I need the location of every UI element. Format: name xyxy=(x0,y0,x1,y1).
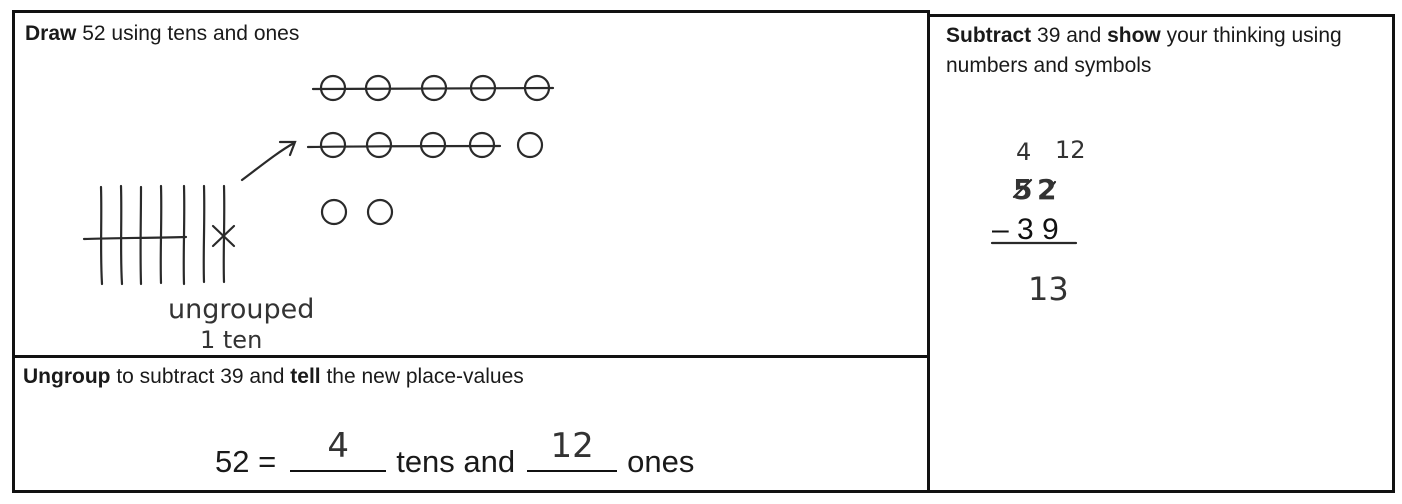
subtract-prompt-text-1: 39 and xyxy=(1031,24,1108,47)
ungroup-cross xyxy=(211,224,236,248)
subtract-panel: Subtract 39 and show your thinking using… xyxy=(927,14,1395,493)
annotation-ungrouped: ungrouped xyxy=(168,294,314,325)
regroup-tens: 4 xyxy=(1016,138,1031,166)
strike-line xyxy=(306,144,502,149)
one-circle xyxy=(319,131,347,159)
minuend-ones: 2 xyxy=(1037,173,1056,206)
strike-tens xyxy=(1012,178,1033,199)
subtract-prompt-bold-1: Subtract xyxy=(946,24,1032,47)
draw-prompt-text: 52 using tens and ones xyxy=(76,22,300,45)
ungroup-prompt-text-1: to subtract 39 and xyxy=(110,365,291,388)
ungroup-prompt: Ungroup to subtract 39 and tell the new … xyxy=(23,362,524,392)
subtract-prompt-bold-2: show xyxy=(1107,24,1161,47)
ones-row-2 xyxy=(306,131,544,159)
draw-prompt: Draw 52 using tens and ones xyxy=(25,19,299,49)
ungroup-prompt-text-2: the new place-values xyxy=(320,365,524,388)
tens-answer: 4 xyxy=(327,426,350,466)
subtract-prompt-text-2: your thinking using numbers and symbols xyxy=(946,24,1342,77)
arrow-head xyxy=(278,140,297,157)
difference: 13 xyxy=(1028,270,1069,308)
subtract-prompt: Subtract 39 and show your thinking using… xyxy=(946,21,1386,81)
one-circle xyxy=(366,198,394,226)
group-line xyxy=(82,235,188,241)
place-value-equation: 52 = 4 tens and 12 ones xyxy=(215,426,695,480)
regroup-ones: 12 xyxy=(1055,136,1086,164)
tens-label: tens and xyxy=(396,444,516,479)
annotation-one-ten: 1 ten xyxy=(200,326,262,354)
arrow-line xyxy=(240,141,296,182)
strike-ones xyxy=(1041,180,1057,199)
ten-stick xyxy=(159,184,163,285)
ones-label: ones xyxy=(627,444,695,479)
ones-row-3 xyxy=(320,198,394,226)
ones-answer-blank[interactable]: 12 xyxy=(527,426,618,472)
ten-stick xyxy=(99,185,104,286)
equation-left: 52 = xyxy=(215,444,277,479)
ungroup-prompt-bold: Ungroup xyxy=(23,365,111,388)
ten-sticks xyxy=(82,140,297,286)
ones-answer: 12 xyxy=(550,426,594,466)
tens-answer-blank[interactable]: 4 xyxy=(290,426,387,472)
minuend-tens: 5 xyxy=(1013,173,1032,206)
ten-stick xyxy=(202,184,206,284)
draw-prompt-bold: Draw xyxy=(25,22,77,45)
ones-row-1 xyxy=(311,74,555,102)
subtrahend: – 3 9 xyxy=(992,213,1059,246)
ungroup-prompt-bold-2: tell xyxy=(290,365,321,388)
ten-stick xyxy=(119,184,124,286)
one-circle xyxy=(320,198,348,226)
one-circle xyxy=(516,131,544,159)
strike-line xyxy=(311,86,555,91)
ten-stick xyxy=(182,184,186,286)
one-circle xyxy=(365,131,393,159)
